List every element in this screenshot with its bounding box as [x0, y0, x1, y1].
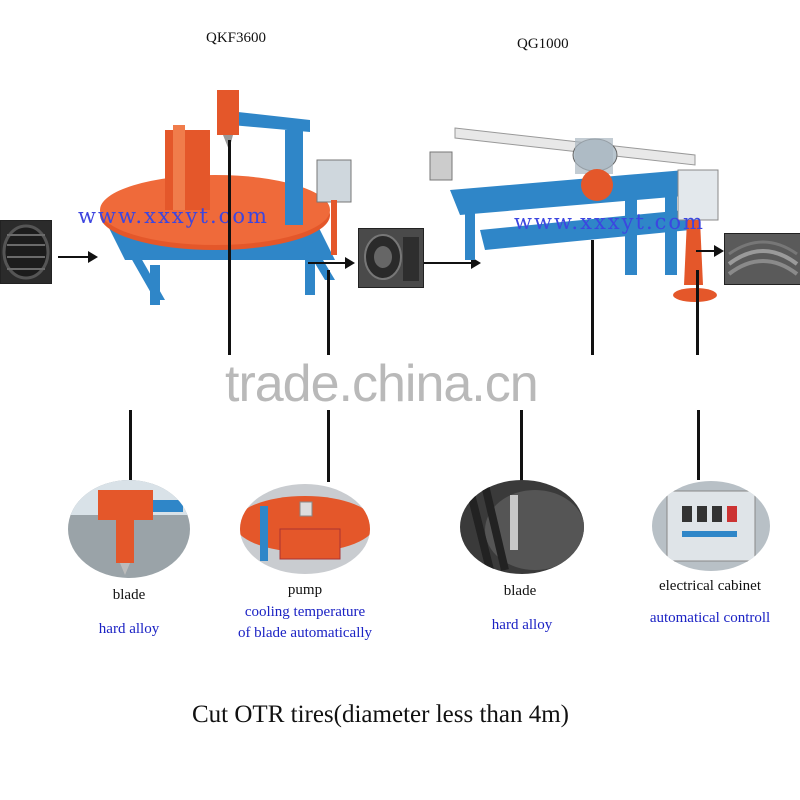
rubber-strips-image	[725, 234, 800, 284]
callout-line-blade2-lower	[520, 410, 523, 482]
part-desc-cabinet: automatical controll	[649, 610, 771, 626]
pump-part-photo	[240, 484, 370, 574]
rubber-strips-photo	[724, 233, 800, 285]
callout-line-blade2-upper	[591, 240, 594, 355]
blade-part-image	[68, 480, 190, 578]
callout-line-pump-upper	[327, 270, 330, 355]
part-desc-blade-1: hard alloy	[98, 621, 160, 637]
flow-arrow-1	[58, 251, 98, 263]
flow-arrow-3	[424, 257, 481, 269]
watermark-right: www.xxxyt.com	[514, 210, 705, 234]
watermark-center: trade.china.cn	[225, 355, 539, 413]
cut-tire-image	[359, 229, 423, 287]
cabinet-part-photo	[652, 481, 770, 571]
input-tire-photo	[0, 220, 52, 284]
callout-line-pump-lower	[327, 410, 330, 482]
cabinet-part-image	[652, 481, 770, 571]
watermark-left: www.xxxyt.com	[78, 204, 269, 228]
part-desc-pump-line2: of blade automatically	[237, 625, 373, 641]
machine-title-qkf3600: QKF3600	[206, 30, 267, 46]
part-name-blade-1: blade	[112, 587, 146, 603]
callout-line-blade-lower	[129, 410, 132, 482]
callout-line-cabinet-upper	[696, 270, 699, 355]
qkf3600-machine-image	[100, 90, 352, 305]
flow-arrow-4	[696, 245, 724, 257]
cut-tire-photo	[358, 228, 424, 288]
blade-part-photo	[68, 480, 190, 578]
tire-image	[1, 221, 51, 283]
part-desc-blade-2: hard alloy	[491, 617, 553, 633]
part-name-cabinet: electrical cabinet	[658, 578, 761, 594]
callout-line-blade-upper	[228, 140, 231, 355]
part-desc-pump-line1: cooling temperature	[244, 604, 366, 620]
machine-title-qg1000: QG1000	[517, 36, 569, 52]
part-name-blade-2: blade	[503, 583, 537, 599]
part-name-pump: pump	[287, 582, 323, 598]
callout-line-cabinet-lower	[697, 410, 700, 480]
diagram-caption: Cut OTR tires(diameter less than 4m)	[192, 701, 570, 728]
flow-arrow-2	[308, 257, 355, 269]
blade2-part-photo	[460, 480, 584, 574]
qg1000-machine-image	[429, 127, 719, 302]
blade2-part-image	[460, 480, 584, 574]
pump-part-image	[240, 484, 370, 574]
